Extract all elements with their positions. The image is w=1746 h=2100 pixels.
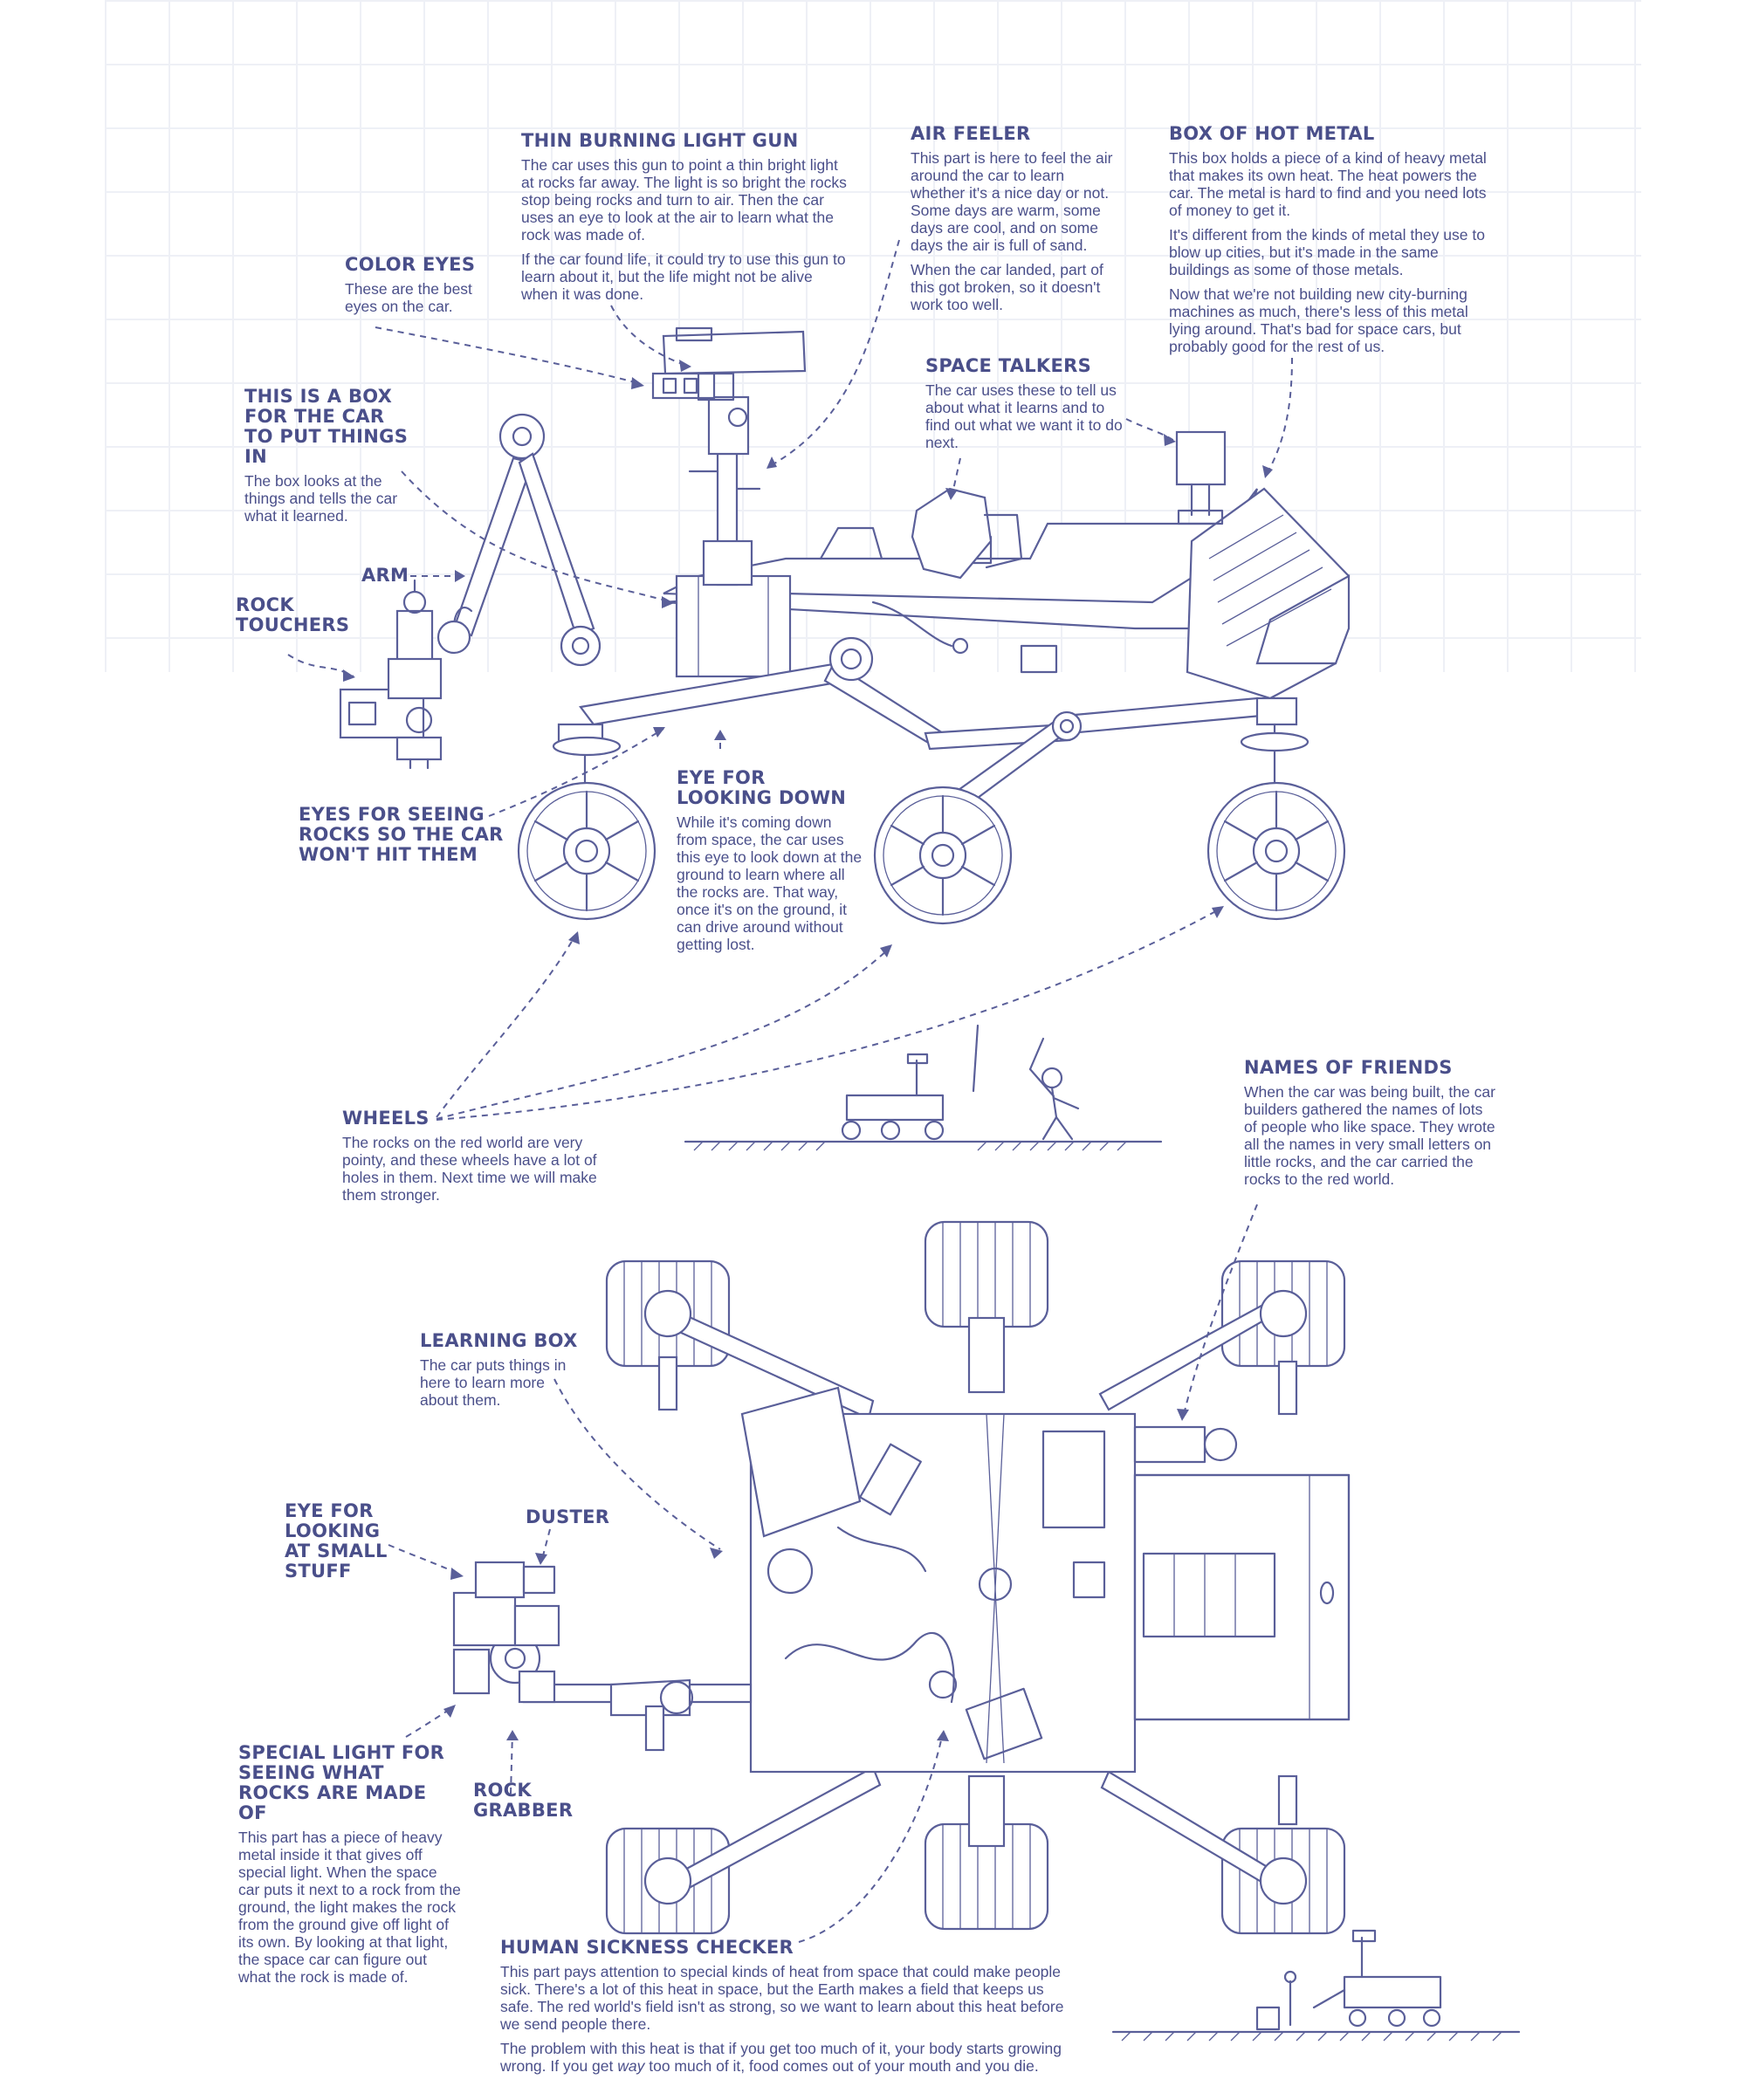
label-color-eyes: COLOR EYES These are the best eyes on th… — [345, 255, 493, 322]
label-arm: ARM — [361, 566, 414, 591]
label-text-part: too much of it, food comes out of your m… — [644, 2057, 1039, 2075]
label-eye-for-looking-down: EYE FOR LOOKING DOWN While it's coming d… — [677, 768, 864, 960]
rear-wheel — [1206, 781, 1346, 921]
rtg-box — [1186, 487, 1351, 700]
label-text: The car uses these to tell us about what… — [925, 381, 1123, 451]
label-title: ARM — [361, 565, 409, 586]
label-text: The car puts things in here to learn mor… — [420, 1356, 567, 1409]
mast-head — [662, 330, 807, 375]
label-text: When the car was being built, the car bu… — [1244, 1083, 1495, 1188]
label-title: COLOR EYES — [345, 254, 476, 275]
learning-box-lid — [740, 1386, 862, 1538]
label-text: This part has a piece of heavy metal ins… — [238, 1829, 461, 1986]
label-thin-burning-light-gun: THIN BURNING LIGHT GUN The car uses this… — [521, 131, 853, 310]
label-text: The problem with this heat is that if yo… — [500, 2040, 1076, 2075]
label-text: The box looks at the things and tells th… — [244, 472, 398, 525]
label-text: These are the best eyes on the car. — [345, 280, 472, 315]
arm-turret — [339, 657, 443, 770]
label-box-for-things: THIS IS A BOX FOR THE CAR TO PUT THINGS … — [244, 387, 419, 532]
label-text: Now that we're not building new city-bur… — [1169, 285, 1468, 355]
label-text: This box holds a piece of a kind of heav… — [1169, 149, 1487, 219]
robotic-arm-top — [522, 1678, 753, 1752]
label-rock-grabber: ROCK GRABBER — [473, 1781, 578, 1826]
leader-lines — [287, 239, 1293, 1943]
label-wheels: WHEELS The rocks on the red world are ve… — [342, 1108, 613, 1211]
label-text: It's different from the kinds of metal t… — [1169, 226, 1485, 278]
label-text-part: The problem with this heat is that if yo… — [500, 2040, 1062, 2075]
names-chip-disc — [1203, 1427, 1238, 1462]
label-title: ROCK TOUCHERS — [236, 594, 350, 635]
label-learning-box: LEARNING BOX The car puts things in here… — [420, 1331, 586, 1416]
label-title: THIS IS A BOX FOR THE CAR TO PUT THINGS … — [244, 386, 409, 467]
label-title: AIR FEELER — [911, 123, 1031, 144]
label-title: SPECIAL LIGHT FOR SEEING WHAT ROCKS ARE … — [238, 1742, 445, 1823]
label-title: BOX OF HOT METAL — [1169, 123, 1375, 144]
label-title: EYE FOR LOOKING DOWN — [677, 767, 847, 808]
doodle-rover-scene — [1111, 1929, 1521, 2042]
label-names-of-friends: NAMES OF FRIENDS When the car was being … — [1244, 1058, 1497, 1195]
label-title: WHEELS — [342, 1108, 430, 1129]
top-wheel-middle-left — [924, 1220, 1049, 1328]
label-eye-for-small-stuff: EYE FOR LOOKING AT SMALL STUFF — [285, 1501, 394, 1587]
label-title: EYES FOR SEEING ROCKS SO THE CAR WON'T H… — [299, 804, 504, 865]
label-title: DUSTER — [526, 1506, 610, 1527]
label-human-sickness-checker: HUMAN SICKNESS CHECKER This part pays at… — [500, 1938, 1076, 2082]
label-text: When the car landed, part of this got br… — [911, 261, 1103, 313]
label-text: This part pays attention to special kind… — [500, 1963, 1064, 2033]
label-box-of-hot-metal: BOX OF HOT METAL This box holds a piece … — [1169, 124, 1488, 362]
label-title: THIN BURNING LIGHT GUN — [521, 130, 799, 151]
label-text: The car uses this gun to point a thin br… — [521, 156, 847, 244]
label-title: EYE FOR LOOKING AT SMALL STUFF — [285, 1500, 388, 1582]
label-title: HUMAN SICKNESS CHECKER — [500, 1937, 794, 1958]
robotic-arm — [395, 413, 601, 667]
label-title: NAMES OF FRIENDS — [1244, 1057, 1453, 1078]
label-text: This part is here to feel the air around… — [911, 149, 1113, 254]
mast — [651, 326, 807, 587]
arm-turret-top — [452, 1561, 560, 1704]
label-text: The rocks on the red world are very poin… — [342, 1134, 597, 1204]
label-space-talkers: SPACE TALKERS The car uses these to tell… — [925, 356, 1126, 458]
doodle-stick-figure-scene — [684, 1024, 1163, 1151]
front-wheel — [517, 781, 656, 921]
label-text-emphasis: way — [617, 2057, 645, 2075]
label-title: LEARNING BOX — [420, 1330, 578, 1351]
label-eyes-for-seeing-rocks: EYES FOR SEEING ROCKS SO THE CAR WON'T H… — [299, 805, 512, 870]
space-talker-antenna — [1175, 430, 1227, 486]
label-title: ROCK GRABBER — [473, 1780, 574, 1821]
label-title: SPACE TALKERS — [925, 355, 1092, 376]
label-duster: DUSTER — [526, 1507, 613, 1533]
rtg-top — [1133, 1473, 1351, 1721]
label-text: While it's coming down from space, the c… — [677, 813, 863, 953]
label-special-light: SPECIAL LIGHT FOR SEEING WHAT ROCKS ARE … — [238, 1743, 461, 1993]
label-text: If the car found life, it could try to u… — [521, 250, 846, 303]
leader-arrowheads — [343, 360, 1273, 1741]
sample-box — [675, 574, 792, 678]
label-rock-touchers: ROCK TOUCHERS — [236, 595, 358, 641]
rover-side-view — [339, 326, 1351, 925]
label-air-feeler: AIR FEELER This part is here to feel the… — [911, 124, 1116, 320]
middle-wheel — [873, 786, 1013, 925]
rover-top-view — [452, 1220, 1351, 1935]
